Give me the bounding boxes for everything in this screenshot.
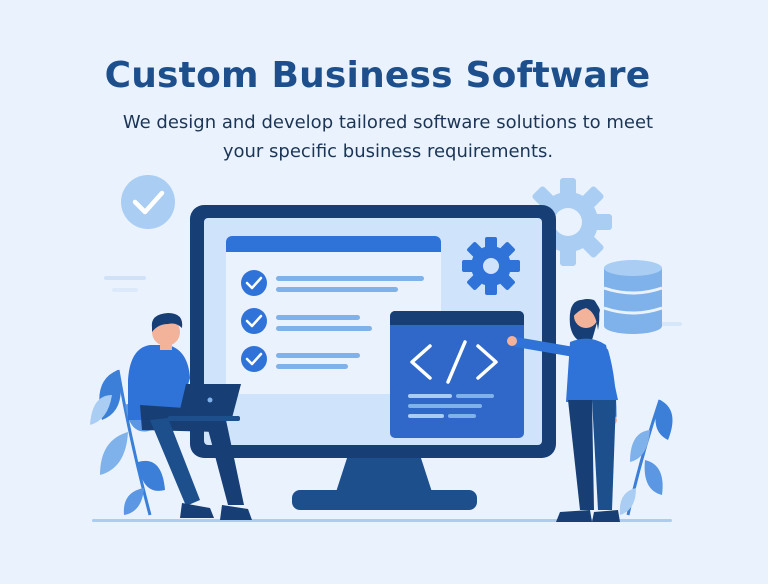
leaf-icon	[619, 399, 673, 516]
laptop-icon	[168, 384, 241, 421]
subtitle-line-1: We design and develop tailored software …	[122, 112, 654, 133]
woman-pointing	[507, 299, 620, 522]
check-circle-icon	[241, 308, 267, 334]
man-with-laptop	[128, 313, 252, 520]
subtitle-line-2: your specific business requirements.	[222, 141, 554, 162]
check-circle-icon	[241, 346, 267, 372]
gear-icon	[462, 237, 520, 295]
page-title: Custom Business Software	[104, 55, 651, 96]
code-icon	[410, 340, 498, 384]
page-subtitle: We design and develop tailored software …	[0, 108, 768, 166]
check-circle-icon	[121, 175, 175, 229]
check-circle-icon	[241, 270, 267, 296]
code-window	[390, 311, 524, 438]
checklist-window	[226, 236, 441, 394]
database-icon	[603, 260, 663, 334]
